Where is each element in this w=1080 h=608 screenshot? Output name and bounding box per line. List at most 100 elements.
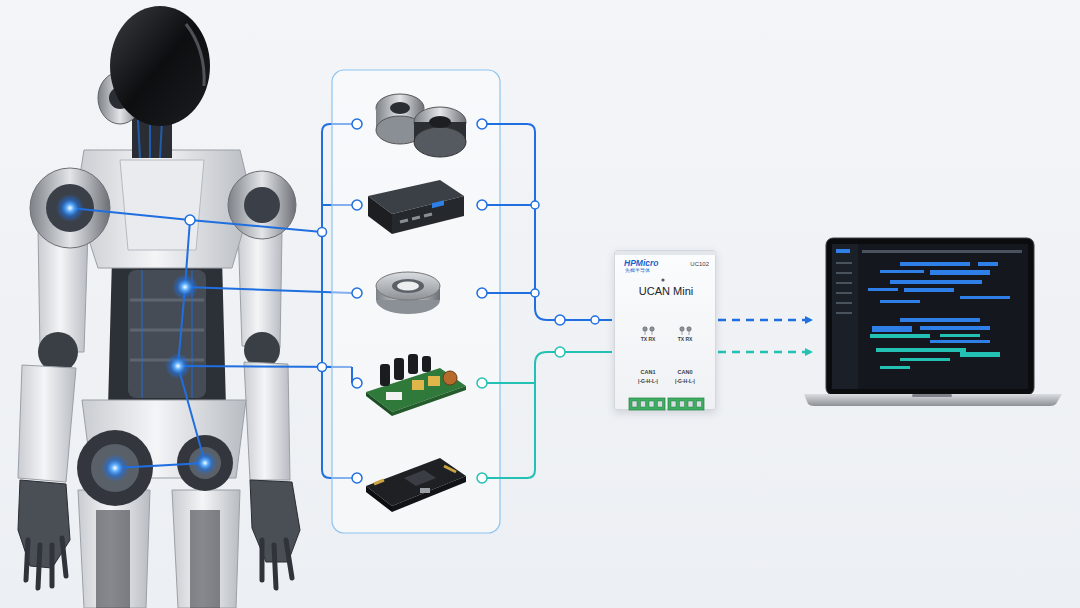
power-board-image-part bbox=[394, 358, 404, 380]
joint-glows bbox=[56, 194, 217, 482]
robot-figure-part bbox=[120, 160, 204, 250]
control-board-image-part bbox=[366, 486, 392, 512]
laptop-image-part bbox=[912, 394, 952, 397]
robot-figure-part bbox=[46, 184, 94, 232]
laptop-image-part-part bbox=[872, 326, 912, 332]
terminal-screw bbox=[658, 401, 663, 407]
indicator-led bbox=[650, 327, 654, 331]
pin-names: |-G-H-L-| bbox=[638, 379, 658, 385]
laptop-image-part-part bbox=[960, 296, 1010, 299]
right-ports bbox=[477, 119, 599, 483]
robot-figure-part bbox=[26, 538, 66, 588]
joint-glows-part bbox=[172, 274, 198, 300]
power-board-image-part bbox=[408, 354, 418, 374]
robot-figure-part bbox=[186, 24, 204, 86]
laptop-image-part-part bbox=[890, 280, 982, 284]
power-board-image-part bbox=[386, 392, 402, 400]
controller-box-image-part bbox=[392, 196, 464, 234]
robot-figure-part bbox=[130, 300, 204, 360]
bus-junctions bbox=[318, 228, 327, 372]
joint-wires-part bbox=[115, 366, 205, 468]
robot-figure-part bbox=[238, 228, 282, 348]
right-bus-teal-part bbox=[487, 382, 535, 384]
laptop-image-part bbox=[826, 238, 1034, 395]
right-ports-part bbox=[477, 288, 487, 298]
reducer-ring-image-part bbox=[392, 279, 424, 293]
robot-figure-part bbox=[110, 6, 210, 126]
led-label: TX RX bbox=[641, 337, 656, 343]
control-board-image-part bbox=[404, 470, 436, 486]
joint-glows-part bbox=[101, 454, 129, 482]
status-led bbox=[661, 278, 664, 281]
laptop-image-part-part bbox=[836, 272, 852, 274]
laptop-image-part bbox=[836, 250, 1022, 314]
indicator-led bbox=[680, 327, 684, 331]
laptop-image-part-part bbox=[978, 262, 998, 266]
component-panel bbox=[332, 70, 500, 533]
left-ports bbox=[352, 119, 362, 483]
control-board-image-part bbox=[392, 476, 466, 512]
laptop-image-part-part bbox=[920, 326, 990, 330]
bus-junctions-part bbox=[318, 228, 327, 237]
robot-figure-part bbox=[172, 490, 240, 608]
robot-figure-part bbox=[189, 447, 221, 479]
laptop-image-part-part bbox=[930, 270, 990, 275]
indicator-led bbox=[643, 327, 647, 331]
laptop-image-part-part bbox=[870, 334, 930, 338]
joint-wires-part bbox=[185, 287, 352, 293]
laptop-image bbox=[804, 238, 1062, 406]
bus-junctions-part bbox=[318, 363, 327, 372]
actuator-image-part bbox=[390, 102, 410, 114]
right-ports-part bbox=[477, 378, 487, 388]
laptop-image-part bbox=[832, 244, 858, 389]
joint-glows-part bbox=[185, 215, 195, 225]
laptop-image-part-part bbox=[960, 352, 1000, 357]
joint-glows-part bbox=[165, 353, 191, 379]
laptop-image-part-part bbox=[904, 288, 954, 292]
laptop-image-part-part bbox=[836, 292, 852, 294]
reducer-ring-image bbox=[376, 272, 440, 314]
laptop-image-part-part bbox=[880, 366, 910, 369]
laptop-image-part-part bbox=[880, 300, 920, 303]
indicator-led bbox=[687, 327, 691, 331]
terminal-screw bbox=[632, 401, 637, 407]
power-board-image bbox=[366, 354, 466, 416]
brand-subtitle: 先楫半导体 bbox=[625, 269, 650, 274]
right-ports-part bbox=[531, 201, 539, 209]
robot-figure-part bbox=[18, 365, 76, 482]
left-ports-part bbox=[352, 288, 362, 298]
product-name: UCAN Mini bbox=[639, 285, 693, 297]
right-ports-part bbox=[555, 315, 565, 325]
laptop-image-part-part bbox=[930, 340, 990, 343]
model-number: UC102 bbox=[690, 261, 709, 268]
laptop-image-part-part bbox=[836, 302, 852, 304]
data-arrow bbox=[718, 351, 812, 354]
laptop-image-part-part bbox=[836, 262, 852, 264]
power-board-image-part bbox=[428, 376, 440, 386]
power-board-image-part bbox=[422, 356, 431, 372]
right-ports-part bbox=[531, 289, 539, 297]
terminal-screw bbox=[649, 401, 654, 407]
joint-glows-part bbox=[193, 451, 217, 475]
controller-box-image-part bbox=[432, 200, 444, 208]
top-edge bbox=[615, 251, 717, 255]
right-ports-part bbox=[477, 200, 487, 210]
terminal-screw bbox=[680, 401, 685, 407]
laptop-image-part-part bbox=[900, 262, 970, 266]
laptop-image-part-part bbox=[836, 282, 852, 284]
right-bus-blue bbox=[487, 124, 612, 320]
left-ports-part bbox=[352, 119, 362, 129]
laptop-image-part-part bbox=[940, 334, 980, 337]
laptop-image-part bbox=[870, 334, 1000, 369]
right-ports-part bbox=[477, 473, 487, 483]
controller-box-image bbox=[368, 180, 464, 234]
laptop-image-part bbox=[868, 262, 1010, 343]
right-ports-part bbox=[591, 316, 599, 324]
interface-box: HPMicro先楫半导体UC102UCAN MiniTX RXTX RXCAN1… bbox=[614, 250, 716, 410]
robot-figure-part bbox=[96, 510, 130, 608]
robot-figure bbox=[18, 6, 300, 608]
pin-names: |-G-H-L-| bbox=[675, 379, 695, 385]
left-ports-part bbox=[352, 473, 362, 483]
laptop-image-part bbox=[832, 244, 1028, 389]
